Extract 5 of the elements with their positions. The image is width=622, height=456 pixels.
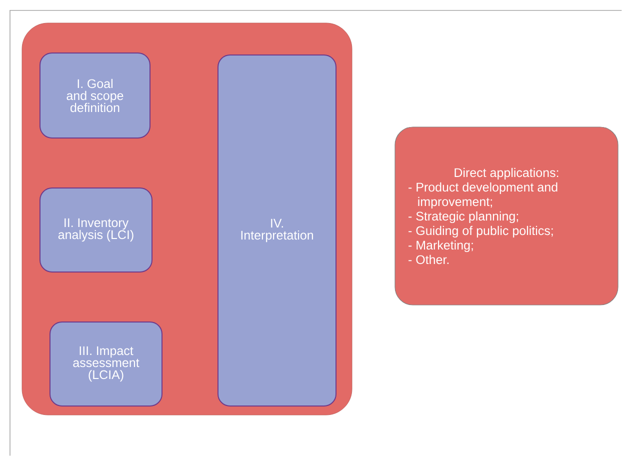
stage-box: I. Goal and scope definition bbox=[40, 52, 150, 138]
stage-box: IV. Interpretation bbox=[218, 54, 336, 406]
applications-box: Direct applications: - Product development and improvement; - Strategic planning; - Guiding of public politics; - Marketing; - Other. bbox=[394, 126, 618, 306]
stage-box: III. Impact assessment (LCIA) bbox=[50, 322, 162, 406]
stage-box: II. Inventory analysis (LCI) bbox=[40, 188, 152, 272]
